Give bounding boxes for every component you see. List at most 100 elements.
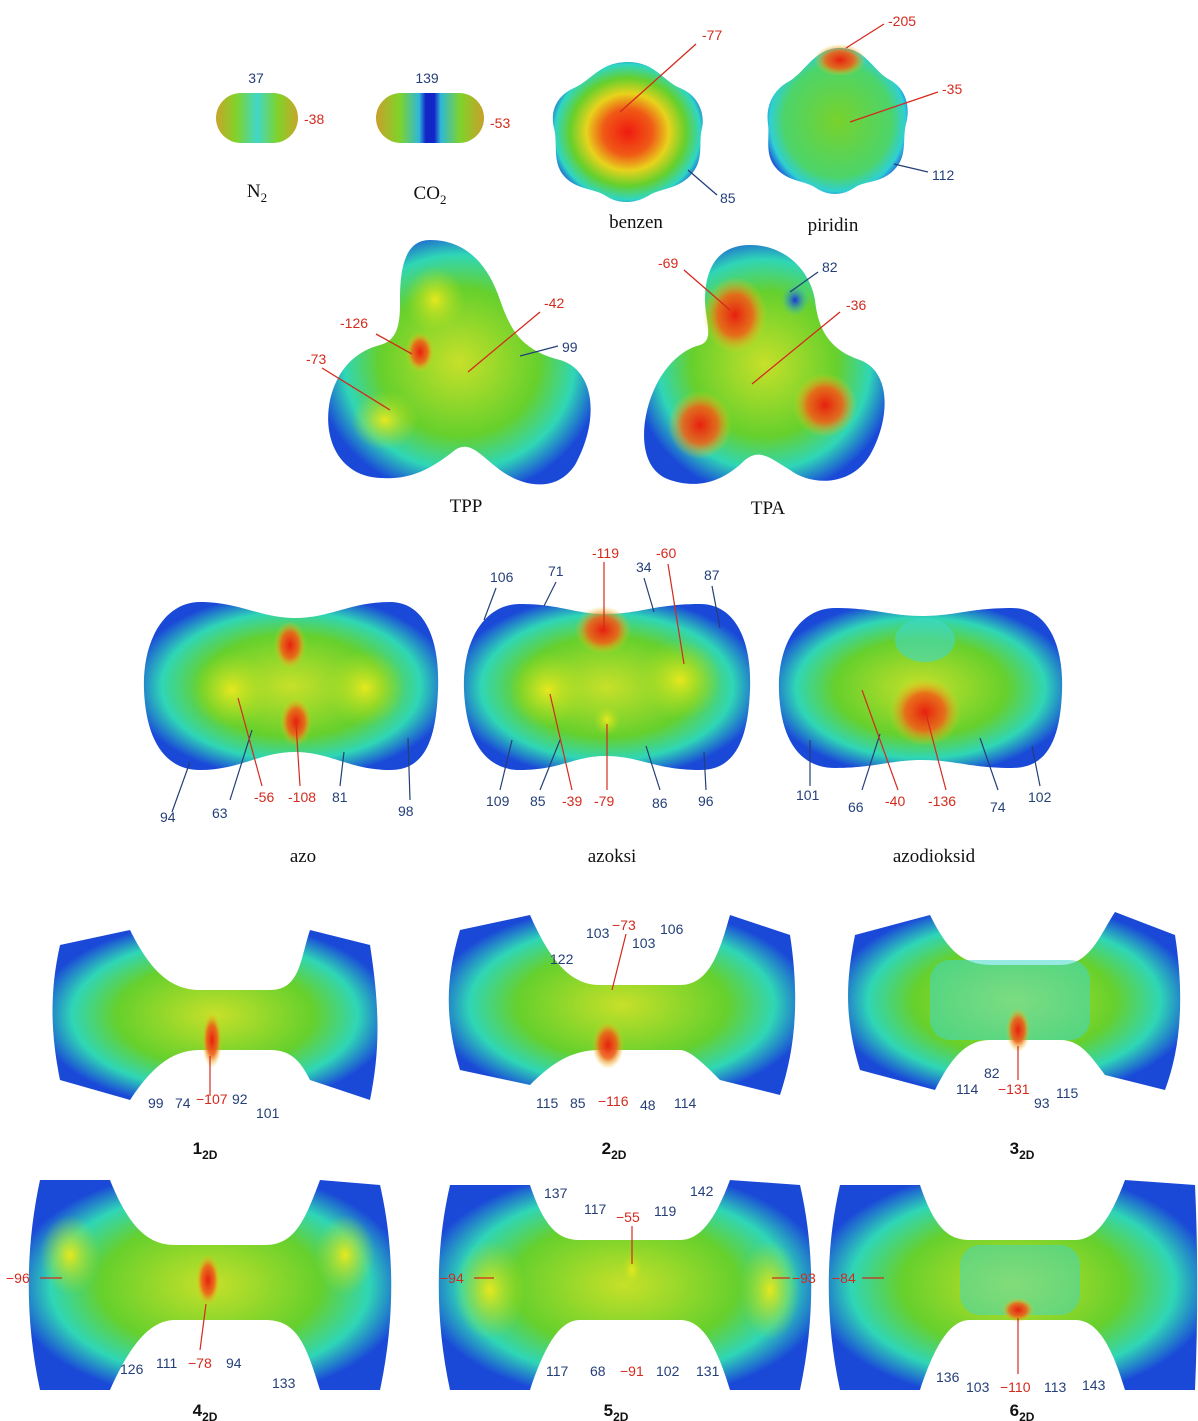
compound-4-ring-right: [315, 1215, 375, 1295]
compound-5-value-55: −55: [616, 1209, 640, 1225]
tpp-label: TPP: [450, 496, 483, 517]
piridin-label: piridin: [808, 215, 859, 236]
compound-2-leader-73: [611, 933, 627, 991]
compound-2-value-85: 85: [570, 1095, 586, 1111]
azodioksid-molecule: 101 66 -40 -136 74 102 azodioksid: [778, 608, 1063, 867]
benzen-label: benzen: [609, 212, 663, 233]
tpp-value-126: -126: [340, 315, 368, 331]
azoksi-value-109: 109: [486, 793, 510, 809]
compound-3-core-cyan: [930, 960, 1090, 1040]
compound-5-ring-left: [454, 1240, 526, 1340]
co2-label: CO2: [414, 183, 447, 207]
azoksi-value-119: -119: [592, 545, 619, 561]
tpa-value-36: -36: [846, 297, 866, 313]
compound-5-2d: 137 117 −55 119 142 −94 −93 117 68 −91 1…: [438, 1180, 816, 1421]
azoksi-leader-86: [645, 745, 661, 791]
azodioksid-label: azodioksid: [893, 846, 976, 867]
tpp-value-73: -73: [306, 351, 326, 367]
compound-5-value-102: 102: [656, 1363, 680, 1379]
azo-leader-81: [339, 751, 345, 787]
azoksi-value-71: 71: [548, 563, 564, 579]
benzen-leader-positive: [687, 169, 718, 196]
compound-3-value-115: 115: [1056, 1085, 1079, 1101]
compound-2-value-106: 106: [660, 921, 684, 937]
compound-5-label: 52D: [604, 1401, 629, 1421]
compound-1-hotspot: [202, 1012, 222, 1068]
compound-5-value-131: 131: [696, 1363, 720, 1379]
piridin-esp-surface: [767, 48, 908, 194]
benzen-molecule: -77 85 benzen: [552, 27, 736, 233]
azo-value-63: 63: [212, 805, 228, 821]
compound-5-value-117b: 117: [546, 1363, 569, 1379]
azoksi-value-86: 86: [652, 795, 668, 811]
compound-2-value-115: 115: [536, 1095, 559, 1111]
azoksi-leader-39: [549, 693, 573, 791]
azoksi-value-96: 96: [698, 793, 714, 809]
compound-3-value-93: 93: [1034, 1095, 1050, 1111]
azo-value-108: -108: [288, 789, 316, 805]
compound-2-value-122: 122: [550, 951, 574, 967]
azo-hotspot-bottom: [280, 698, 312, 746]
azoksi-value-79: -79: [594, 793, 614, 809]
benzen-esp-surface: [552, 62, 703, 202]
tpa-hotspot-left: [668, 391, 732, 459]
compound-2-value-114: 114: [674, 1095, 697, 1111]
tpp-value-99: 99: [562, 339, 578, 355]
azoksi-spot-n: [593, 704, 621, 736]
compound-4-hotspot: [196, 1254, 220, 1306]
azo-leader-56: [237, 697, 263, 787]
azoksi-value-60: -60: [656, 545, 676, 561]
tpp-leader-42: [467, 311, 541, 373]
azoksi-leader-106: [483, 587, 497, 621]
azoksi-value-106: 106: [490, 569, 514, 585]
azo-leader-108: [295, 723, 301, 787]
n2-molecule: 37 -38 N2: [216, 70, 324, 205]
azo-esp-surface: [143, 602, 439, 770]
compound-1-value-101: 101: [256, 1105, 280, 1121]
piridin-leader-205: [845, 23, 885, 49]
tpa-value-69: -69: [658, 255, 678, 271]
compound-6-value-110: −110: [1000, 1379, 1031, 1395]
tpp-value-42: -42: [544, 295, 564, 311]
compound-4-label: 42D: [193, 1401, 218, 1421]
tpa-hotspot-right: [793, 373, 857, 437]
compound-4-value-133: 133: [272, 1375, 296, 1391]
compound-5-value-91: −91: [620, 1363, 644, 1379]
azoksi-ring-left: [508, 652, 588, 728]
azodioksid-value-40: -40: [885, 793, 905, 809]
compound-5-value-117a: 117: [584, 1201, 607, 1217]
n2-value-positive: 37: [248, 70, 264, 86]
compound-5-value-94: −94: [440, 1270, 464, 1286]
n2-value-negative: -38: [304, 111, 324, 127]
tpp-esp-surface: [328, 240, 591, 485]
compound-6-value-84: −84: [832, 1270, 856, 1286]
tpp-hotspot-p: [406, 332, 434, 372]
tpa-molecule: -69 82 -36 TPA: [644, 245, 885, 519]
compound-5-value-68: 68: [590, 1363, 606, 1379]
compound-4-value-111: 111: [156, 1355, 177, 1371]
azo-value-98: 98: [398, 803, 414, 819]
tpa-leader-36: [751, 311, 841, 385]
azoksi-value-39: -39: [562, 793, 582, 809]
compound-5-value-119: 119: [654, 1203, 677, 1219]
compound-2-value-48: 48: [640, 1097, 656, 1113]
compound-4-leader-78: [199, 1303, 207, 1351]
compound-1-label: 12D: [193, 1139, 218, 1162]
azoksi-ring-right: [638, 640, 722, 720]
azoksi-hotspot-o: [575, 606, 631, 654]
compound-6-value-113: 113: [1044, 1379, 1067, 1395]
azo-ring-left: [192, 652, 272, 728]
azodioksid-leader-136: [924, 709, 947, 791]
azoksi-leader-96: [703, 751, 707, 791]
tpa-leader-69: [683, 269, 731, 311]
compound-6-value-136: 136: [936, 1369, 960, 1385]
compound-1-2d: 99 74 −107 92 101 12D: [52, 930, 378, 1162]
compound-4-value-94: 94: [226, 1355, 242, 1371]
tpp-leader-73: [321, 367, 391, 411]
co2-molecule: 139 -53 CO2: [376, 70, 510, 207]
compound-2-value-116: −116: [598, 1093, 629, 1109]
compound-3-label: 32D: [1010, 1139, 1035, 1162]
azo-value-56: -56: [254, 789, 274, 805]
azodioksid-value-136: -136: [928, 793, 956, 809]
azodioksid-value-74: 74: [990, 799, 1006, 815]
